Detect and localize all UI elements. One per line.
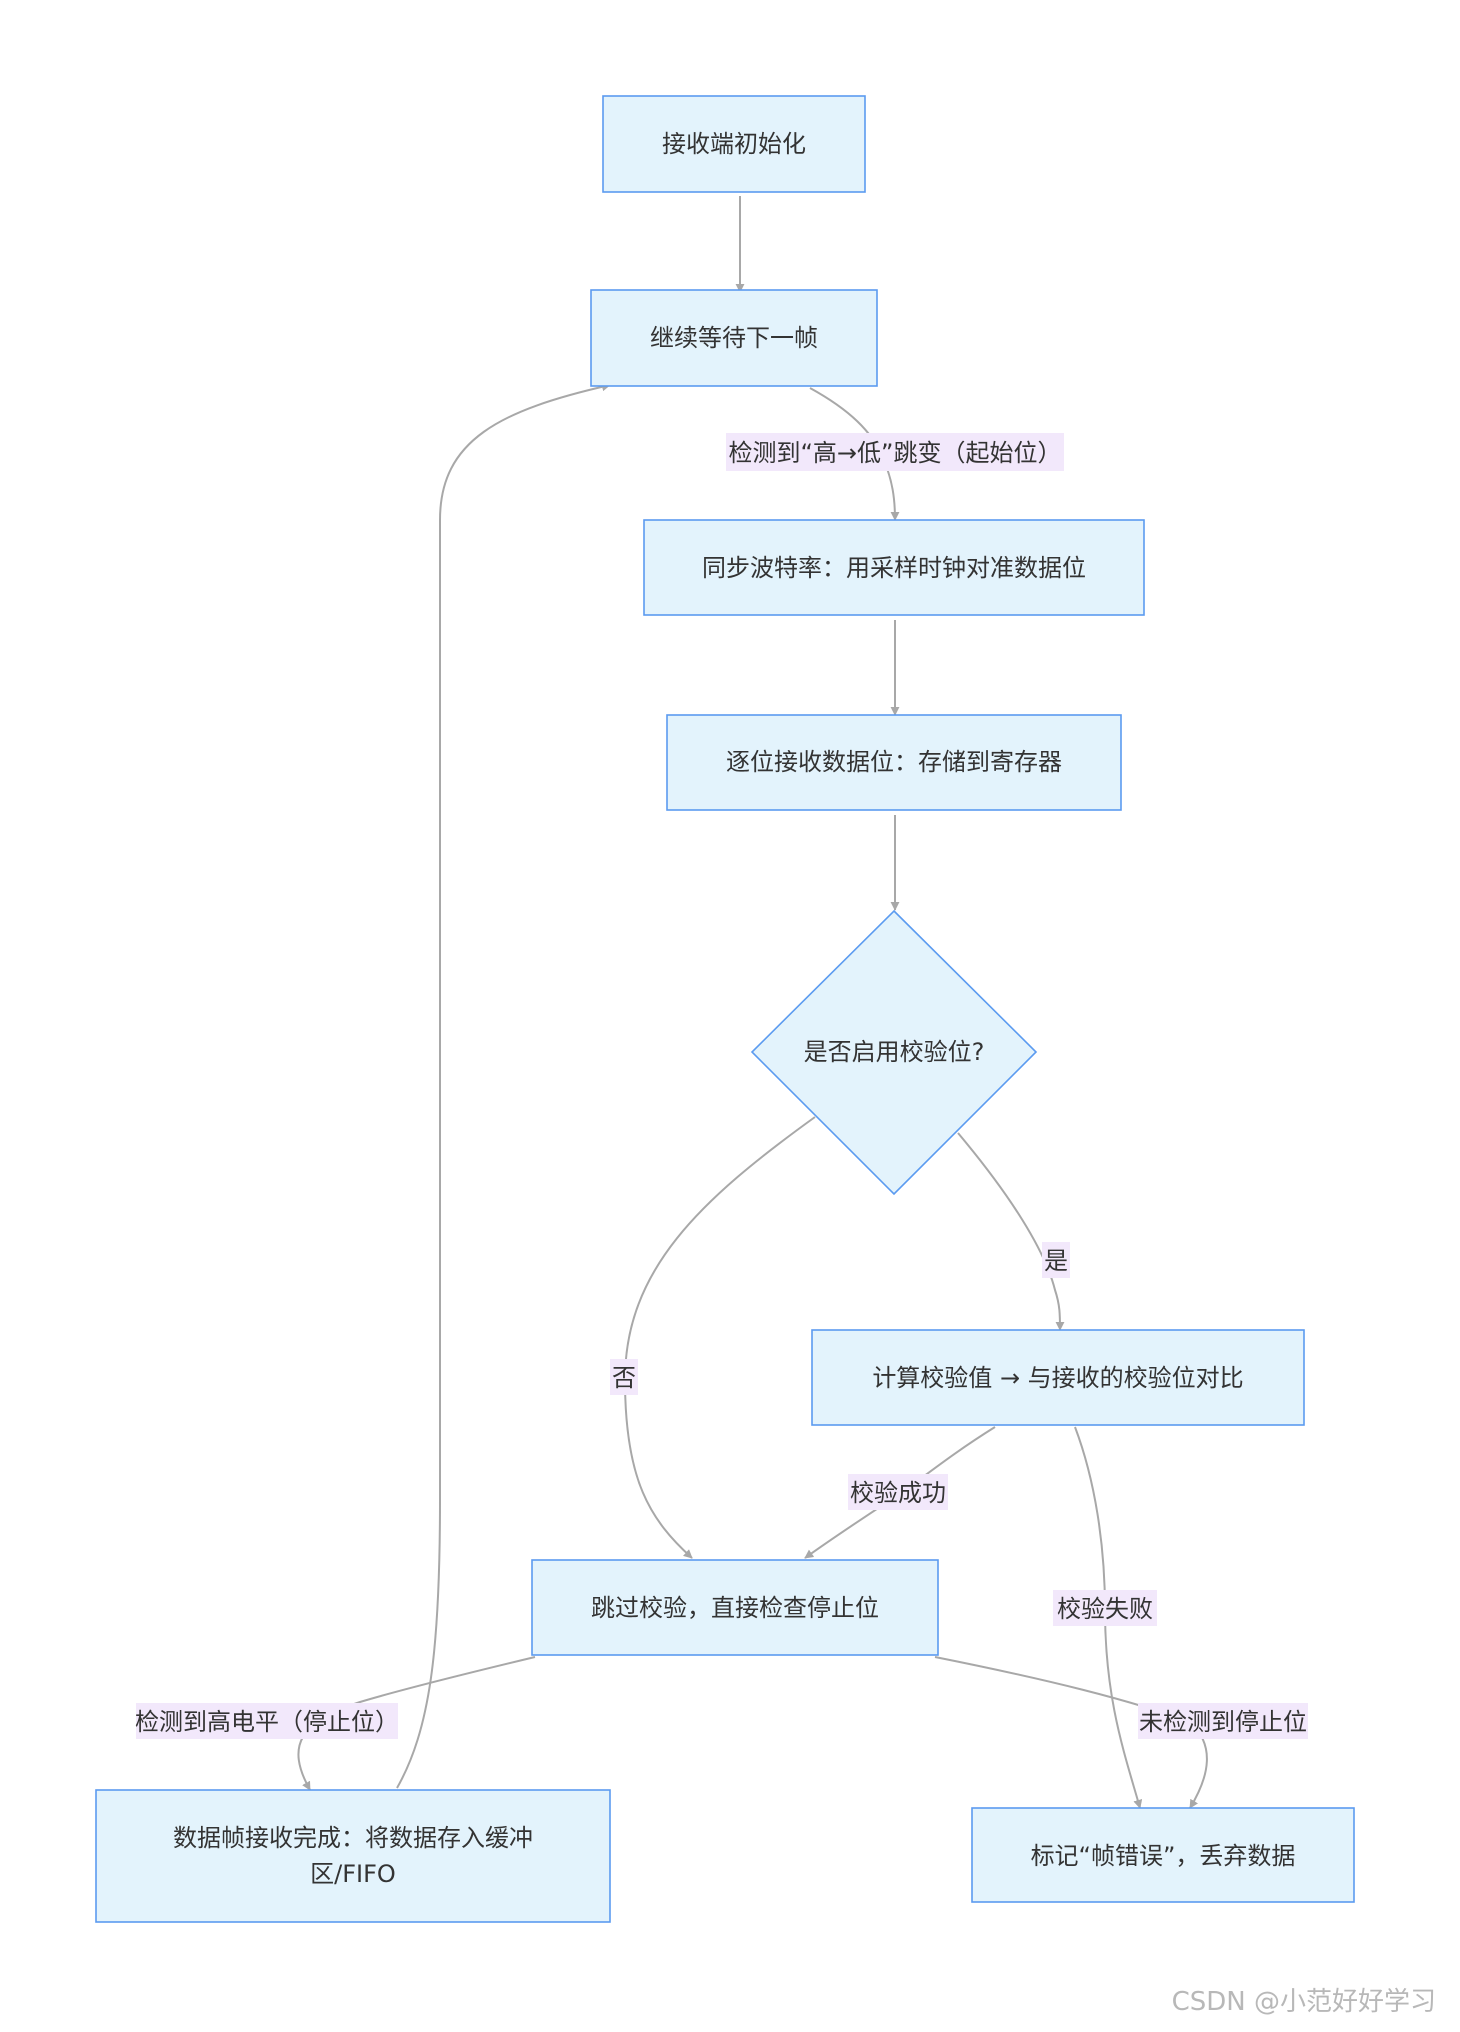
edge-decision-no [623, 1116, 816, 1559]
node-sync: 同步波特率：用采样时钟对准数据位 [643, 519, 1145, 616]
edge-label-check-ok-text: 校验成功 [850, 1479, 946, 1507]
edge-label-yes: 是 [1042, 1242, 1070, 1278]
node-error-label: 标记“帧错误”，丢弃数据 [1031, 1842, 1296, 1870]
node-decision-label: 是否启用校验位? [804, 1038, 985, 1066]
edge-label-stop-high: 检测到高电平（停止位） [135, 1703, 399, 1739]
edge-label-check-ok: 校验成功 [848, 1474, 948, 1510]
edge-label-no-text: 否 [612, 1364, 636, 1392]
edge-label-stop-high-text: 检测到高电平（停止位） [135, 1708, 399, 1736]
node-done: 数据帧接收完成：将数据存入缓冲 区/FIFO [95, 1789, 611, 1923]
edge-done-to-wait [396, 382, 611, 1789]
edge-label-stop-missing-text: 未检测到停止位 [1139, 1708, 1307, 1736]
node-decision: 是否启用校验位? [750, 909, 1038, 1196]
node-done-label-line2: 区/FIFO [310, 1860, 396, 1888]
node-skip-label: 跳过校验，直接检查停止位 [591, 1594, 879, 1622]
edge-label-start-bit: 检测到“高→低”跳变（起始位） [726, 433, 1064, 471]
edge-label-check-fail: 校验失败 [1053, 1590, 1157, 1626]
edge-label-check-fail-text: 校验失败 [1057, 1595, 1153, 1623]
node-wait: 继续等待下一帧 [590, 289, 878, 387]
edge-label-stop-missing: 未检测到停止位 [1138, 1703, 1308, 1739]
node-skip: 跳过校验，直接检查停止位 [531, 1559, 939, 1656]
edge-label-start-bit-text: 检测到“高→低”跳变（起始位） [729, 439, 1062, 467]
node-init-label: 接收端初始化 [662, 130, 806, 158]
edge-label-yes-text: 是 [1044, 1247, 1068, 1275]
node-recv-label: 逐位接收数据位：存储到寄存器 [726, 748, 1062, 776]
node-done-label-line1: 数据帧接收完成：将数据存入缓冲 [173, 1824, 533, 1852]
node-recv: 逐位接收数据位：存储到寄存器 [666, 714, 1122, 811]
node-calc: 计算校验值 → 与接收的校验位对比 [811, 1329, 1305, 1426]
edge-skip-stop-high [297, 1656, 536, 1791]
node-sync-label: 同步波特率：用采样时钟对准数据位 [702, 554, 1086, 582]
edge-label-no: 否 [610, 1359, 638, 1395]
node-calc-label: 计算校验值 → 与接收的校验位对比 [872, 1364, 1243, 1392]
node-init: 接收端初始化 [602, 95, 866, 193]
edge-decision-yes [957, 1132, 1065, 1331]
watermark: CSDN @小范好好学习 [1171, 1987, 1436, 2017]
node-wait-label: 继续等待下一帧 [650, 324, 818, 352]
node-error: 标记“帧错误”，丢弃数据 [971, 1807, 1355, 1903]
